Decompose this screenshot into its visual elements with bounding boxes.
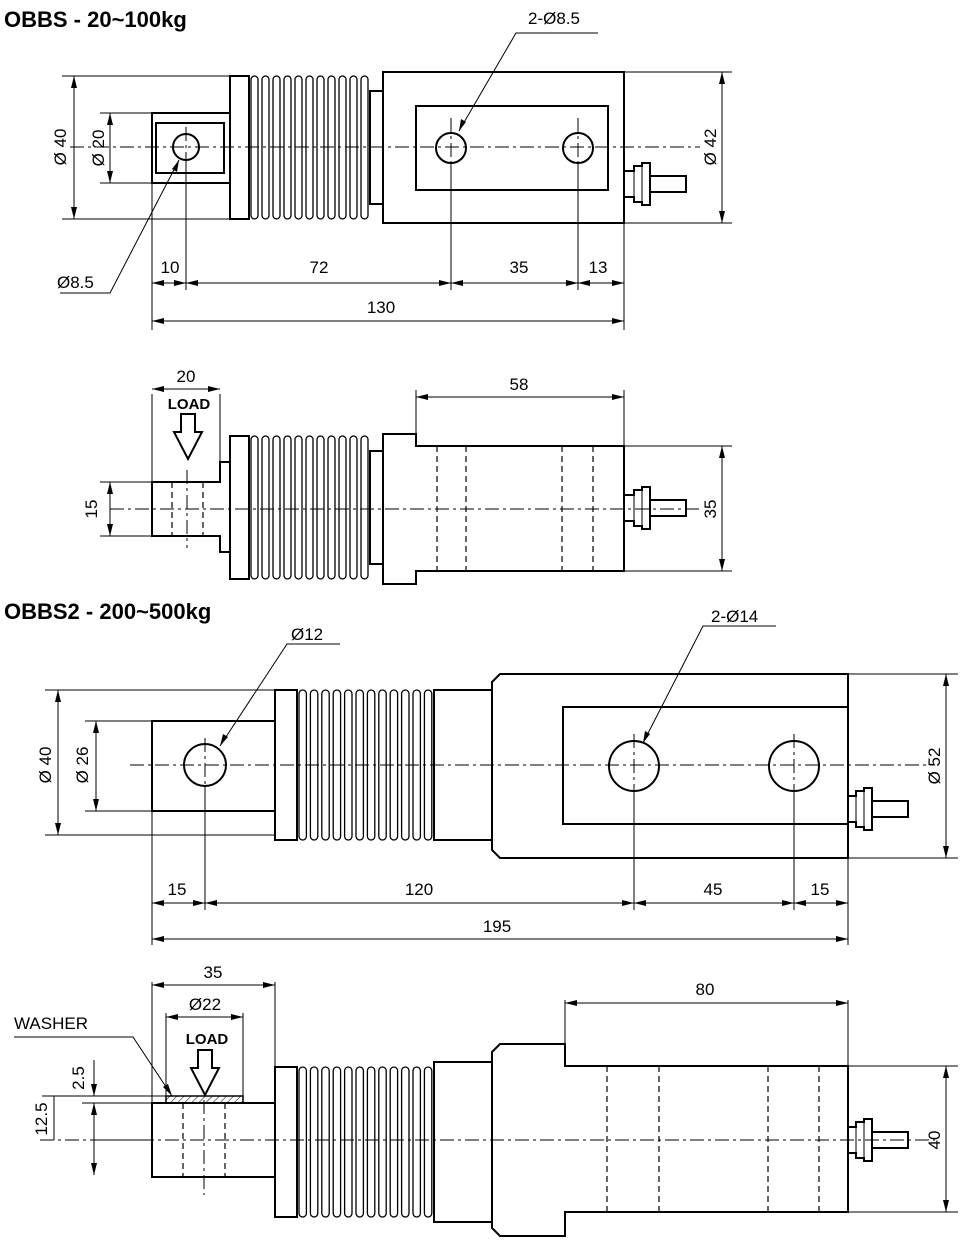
dim-dia-pin: Ø 20 (89, 130, 108, 167)
bellows-convolution (250, 435, 259, 580)
load-arrow-icon (189, 1049, 221, 1098)
dim-15b: 15 (811, 880, 830, 899)
cable-gland (624, 162, 651, 206)
bellows-convolution (321, 689, 330, 841)
pin-inner (155, 122, 225, 174)
bellows-convolution (360, 75, 369, 220)
bellows-convolution (349, 435, 358, 580)
bellows-convolution (283, 435, 292, 580)
bellows-convolution (423, 1066, 433, 1218)
cable (650, 499, 687, 517)
bellows-convolution (389, 1066, 399, 1218)
dim-20: 20 (177, 367, 196, 386)
obbs2-side-view: 35 Ø22 LOAD WASHER 80 2.5 12.5 40 (14, 963, 958, 1237)
dim-dia-body: Ø 40 (51, 129, 70, 166)
bellows-convolution (360, 435, 369, 580)
hidden-holes (606, 1066, 820, 1212)
flange (274, 1066, 298, 1218)
cable-gland (848, 787, 873, 831)
dim-80: 80 (696, 980, 715, 999)
cable-gland (624, 486, 651, 530)
obbs-side-view: 20 LOAD 58 15 35 (82, 367, 732, 585)
bellows-convolution (294, 435, 303, 580)
dim-120: 120 (405, 880, 433, 899)
bellows-convolution (366, 1066, 376, 1218)
cable (650, 175, 687, 193)
load-label: LOAD (168, 396, 211, 413)
dim-195: 195 (483, 917, 511, 936)
obbs2-title: OBBS2 - 200~500kg (4, 599, 211, 624)
bellows-convolution (309, 1066, 319, 1218)
label-hole-pair: 2-Ø14 (711, 607, 758, 626)
bellows-convolution (272, 435, 281, 580)
dim-40: 40 (925, 1131, 944, 1150)
dim-dia-washer: Ø22 (189, 995, 221, 1014)
collar (369, 450, 384, 565)
dim-dia-end: Ø 52 (925, 748, 944, 785)
bellows-convolution (261, 75, 270, 220)
cable (872, 800, 909, 818)
dim-12-5: 12.5 (32, 1102, 51, 1135)
dim-13: 13 (589, 258, 608, 277)
dim-130: 130 (367, 298, 395, 317)
bellows-convolution (316, 435, 325, 580)
dim-58: 58 (510, 375, 529, 394)
bellows-convolution (338, 435, 347, 580)
load-label: LOAD (186, 1031, 229, 1048)
obbs2-top-view: Ø 40 Ø 26 Ø 52 15 120 45 15 195 Ø12 2-Ø1… (36, 607, 958, 945)
dim-dia-body: Ø 40 (36, 747, 55, 784)
collar (433, 1061, 493, 1223)
obbs-top-view: Ø 40 Ø 20 Ø 42 10 72 35 13 130 2-Ø8.5 Ø8… (51, 9, 732, 330)
pin-block (151, 461, 231, 553)
bellows-convolution (378, 1066, 387, 1218)
bellows-convolution (261, 435, 270, 580)
dim-10: 10 (161, 258, 180, 277)
washer-label: WASHER (14, 1014, 88, 1033)
bellows-convolution (327, 435, 336, 580)
bellows (250, 435, 369, 580)
label-single-hole: Ø8.5 (57, 273, 94, 292)
main-body (491, 673, 849, 859)
dim-15a: 15 (168, 880, 187, 899)
bellows-convolution (305, 435, 314, 580)
obbs-title: OBBS - 20~100kg (4, 7, 187, 32)
dim-35: 35 (701, 500, 720, 519)
dim-35: 35 (510, 258, 529, 277)
dim-45: 45 (704, 880, 723, 899)
bellows-convolution (298, 1066, 308, 1218)
bellows-convolution (321, 1066, 330, 1218)
load-arrow-icon (172, 413, 204, 462)
bellows-convolution (343, 689, 353, 841)
flange (229, 435, 250, 580)
pin-outer (151, 720, 276, 812)
label-dia-hole: Ø12 (291, 625, 323, 644)
label-hole-pair: 2-Ø8.5 (528, 9, 580, 28)
bellows-convolution (412, 1066, 422, 1218)
dim-dia-pin: Ø 26 (73, 747, 92, 784)
dim-35: 35 (204, 963, 223, 982)
dim-72: 72 (310, 258, 329, 277)
dim-dia-end: Ø 42 (701, 129, 720, 166)
bellows-convolution (332, 1066, 342, 1218)
dim-2-5: 2.5 (69, 1066, 88, 1090)
slot-window (415, 105, 609, 191)
bellows-convolution (343, 1066, 353, 1218)
bellows-convolution (400, 1066, 410, 1218)
bellows-convolution (355, 1066, 365, 1218)
bellows (298, 1066, 433, 1218)
dim-15: 15 (82, 500, 101, 519)
